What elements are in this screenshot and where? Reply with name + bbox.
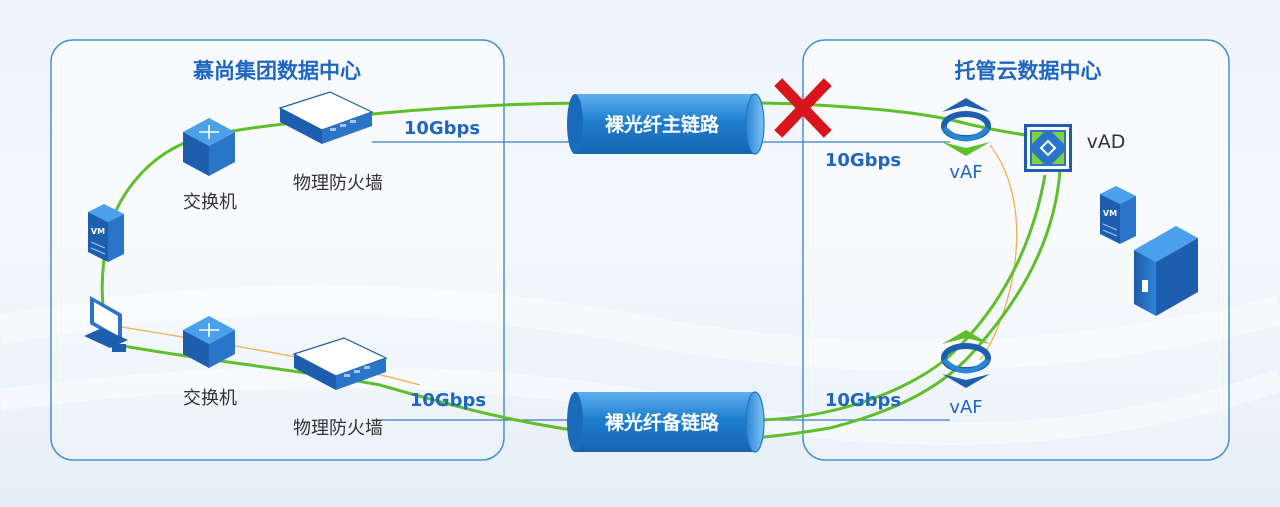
speed-backup-right: 10Gbps	[825, 390, 901, 411]
switch-top-label: 交换机	[183, 192, 237, 213]
backup-fiber-tube: 裸光纤备链路	[567, 391, 765, 453]
firewall-top-icon	[278, 91, 374, 144]
left-datacenter-panel	[50, 39, 505, 461]
switch-top-icon	[183, 118, 235, 176]
left-datacenter-title: 慕尚集团数据中心	[192, 59, 361, 83]
firewall-top-label: 物理防火墙	[293, 173, 383, 194]
workstation-icon	[84, 296, 128, 352]
speed-primary-left: 10Gbps	[404, 118, 480, 139]
orange-backup-paths	[109, 144, 1018, 386]
right-datacenter-title: 托管云数据中心	[955, 59, 1102, 83]
vm-left-icon: VM	[88, 204, 124, 262]
vaf-bottom-icon	[941, 330, 991, 388]
vm-right-icon: VM	[1100, 186, 1136, 244]
switch-bottom-icon	[183, 316, 235, 368]
vaf-top-label: vAF	[949, 162, 982, 183]
server-icon	[1134, 226, 1198, 316]
primary-fiber-tube: 裸光纤主链路	[567, 93, 765, 155]
speed-primary-right: 10Gbps	[825, 150, 901, 171]
switch-bottom-label: 交换机	[183, 388, 237, 409]
backup-link-label: 裸光纤备链路	[605, 411, 720, 434]
vad-label: vAD	[1087, 131, 1126, 153]
vad-icon	[1024, 124, 1072, 172]
vm-right-badge: VM	[1103, 209, 1117, 218]
vm-left-badge: VM	[91, 227, 105, 236]
firewall-bottom-icon	[292, 337, 388, 390]
vaf-bottom-label: vAF	[949, 397, 982, 418]
speed-backup-left: 10Gbps	[410, 390, 486, 411]
link-failure-icon	[774, 78, 832, 138]
primary-link-label: 裸光纤主链路	[605, 113, 720, 136]
vaf-top-icon	[941, 98, 991, 156]
firewall-bottom-label: 物理防火墙	[293, 418, 383, 439]
